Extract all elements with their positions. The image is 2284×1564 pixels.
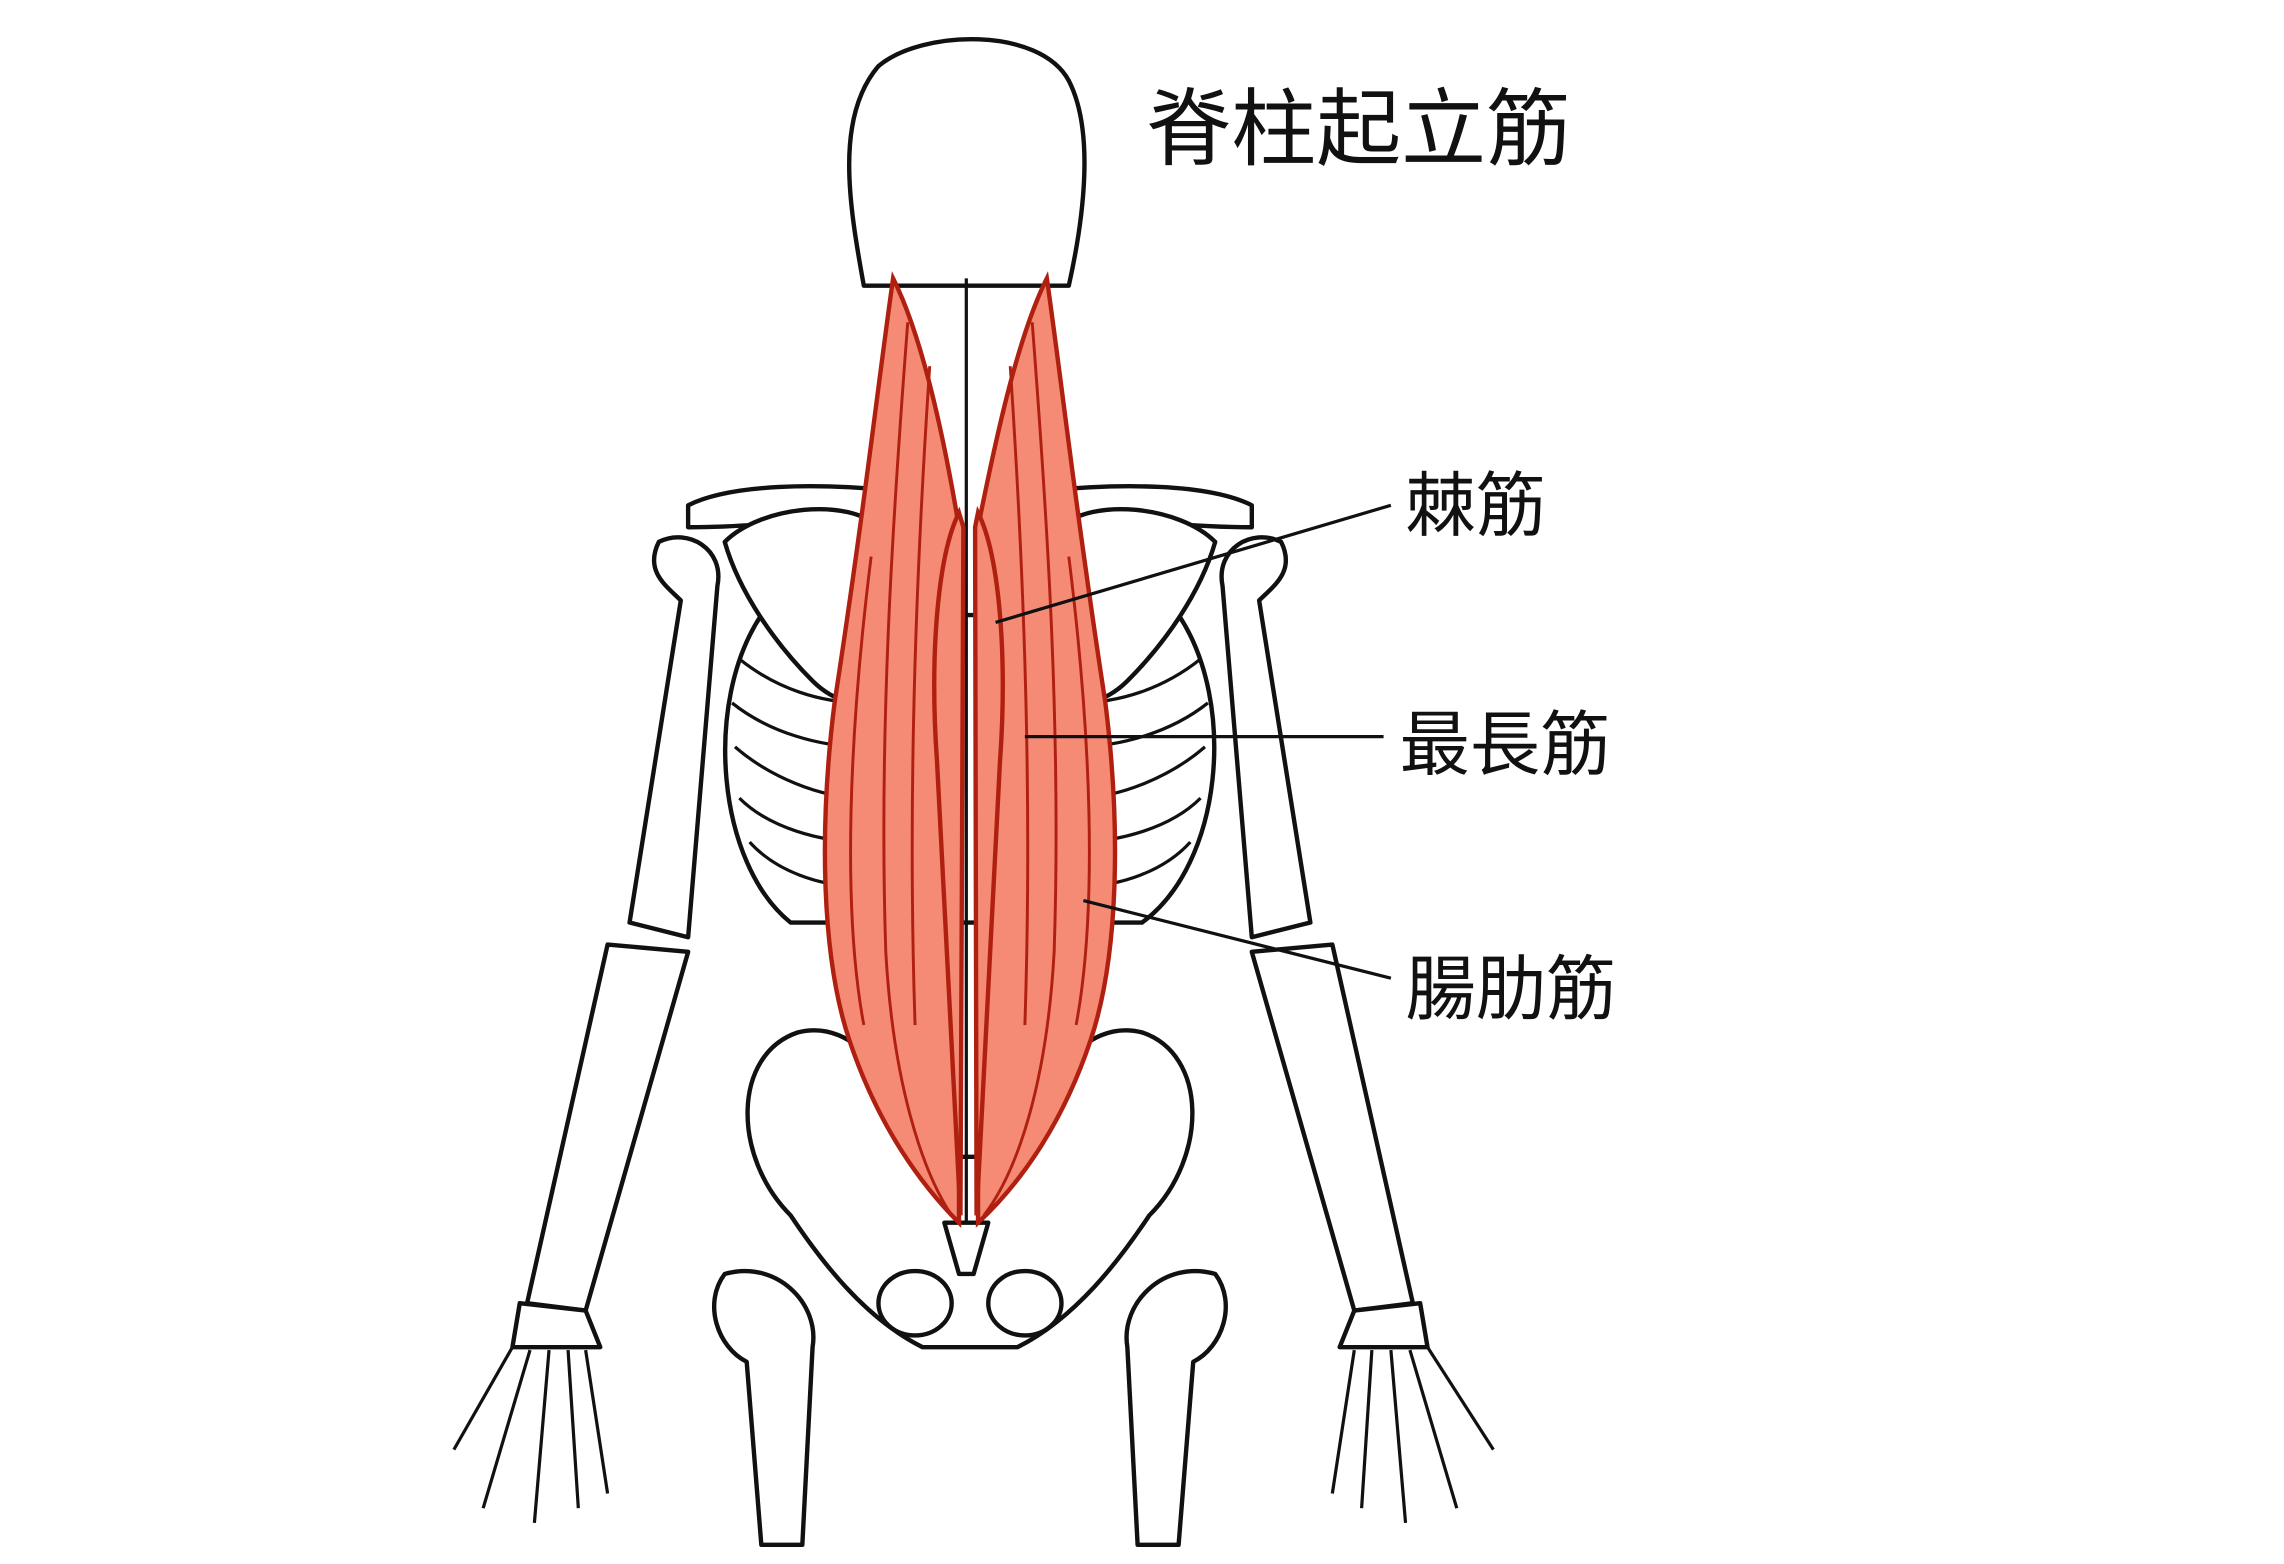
right-obturator (986, 1268, 1064, 1338)
right-femur (1124, 1268, 1228, 1547)
left-forearm (524, 942, 691, 1313)
label-longissimus: 最長筋 (1400, 704, 1611, 786)
left-hand (452, 1301, 610, 1523)
sacrum (942, 1220, 991, 1277)
left-femur (712, 1268, 816, 1547)
muscle-fibers (849, 322, 1091, 1217)
spinalis-right (972, 505, 1005, 1216)
label-iliocostalis: 腸肋筋 (1406, 948, 1617, 1030)
right-hand (1330, 1301, 1495, 1523)
skull (846, 37, 1087, 288)
right-forearm (1249, 942, 1416, 1313)
left-obturator (876, 1268, 954, 1338)
left-humerus (627, 535, 721, 940)
spinalis-leader (995, 503, 1392, 624)
erector-spinae-muscles (822, 271, 1118, 1228)
leader-lines (995, 503, 1392, 980)
pelvis (745, 1028, 1195, 1350)
label-spinalis: 棘筋 (1406, 465, 1547, 547)
diagram-title: 脊柱起立筋 (1146, 80, 1571, 179)
iliocostalis-leader (1083, 899, 1392, 980)
spinalis-left (932, 506, 966, 1216)
